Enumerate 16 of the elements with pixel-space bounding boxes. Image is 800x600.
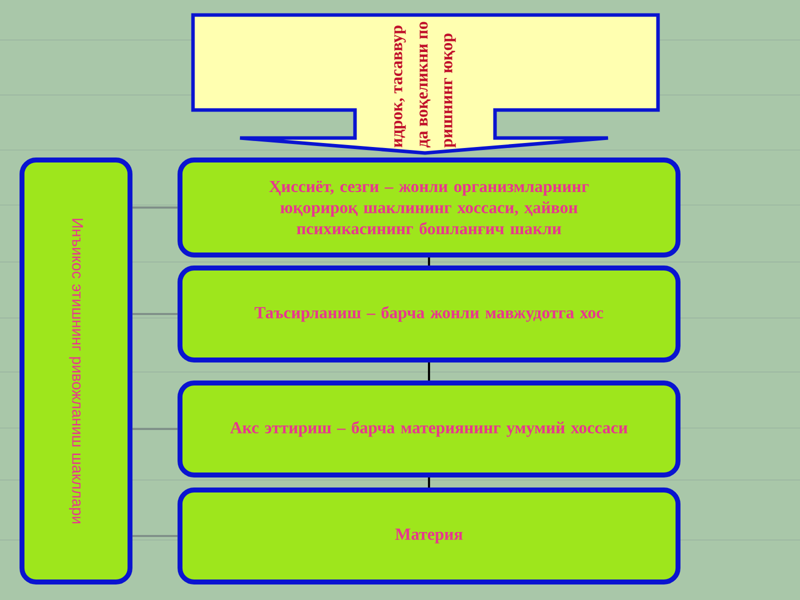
block-arrow <box>191 13 660 155</box>
arrow-text: идрок, тасаввур <box>394 26 406 148</box>
level-box: Акс эттириш – барча материянинг умумий хоссаси <box>178 380 680 478</box>
connector-line <box>132 428 178 430</box>
arrow-text: ришнинг юқор <box>444 34 456 148</box>
level-box: Таъсирланиш – барча жонли мавжудотга хос <box>178 266 680 362</box>
connector-line <box>428 257 430 266</box>
level-box: Ҳиссиёт, сезги – жонли организмларнинг юқорироқ шаклининг хоссаси, ҳайвон психикасининг бошланғич шакли <box>178 158 680 258</box>
arrow-text: да воқеликни по <box>420 22 430 148</box>
connector-line <box>132 312 178 316</box>
side-box: Инъикос этишнинг ривожланиш шакллари <box>20 158 132 584</box>
connector-line <box>428 362 430 381</box>
connector-line <box>428 477 430 488</box>
connector-line <box>132 206 178 209</box>
connector-line <box>132 534 178 538</box>
level-box: Материя <box>178 488 680 584</box>
